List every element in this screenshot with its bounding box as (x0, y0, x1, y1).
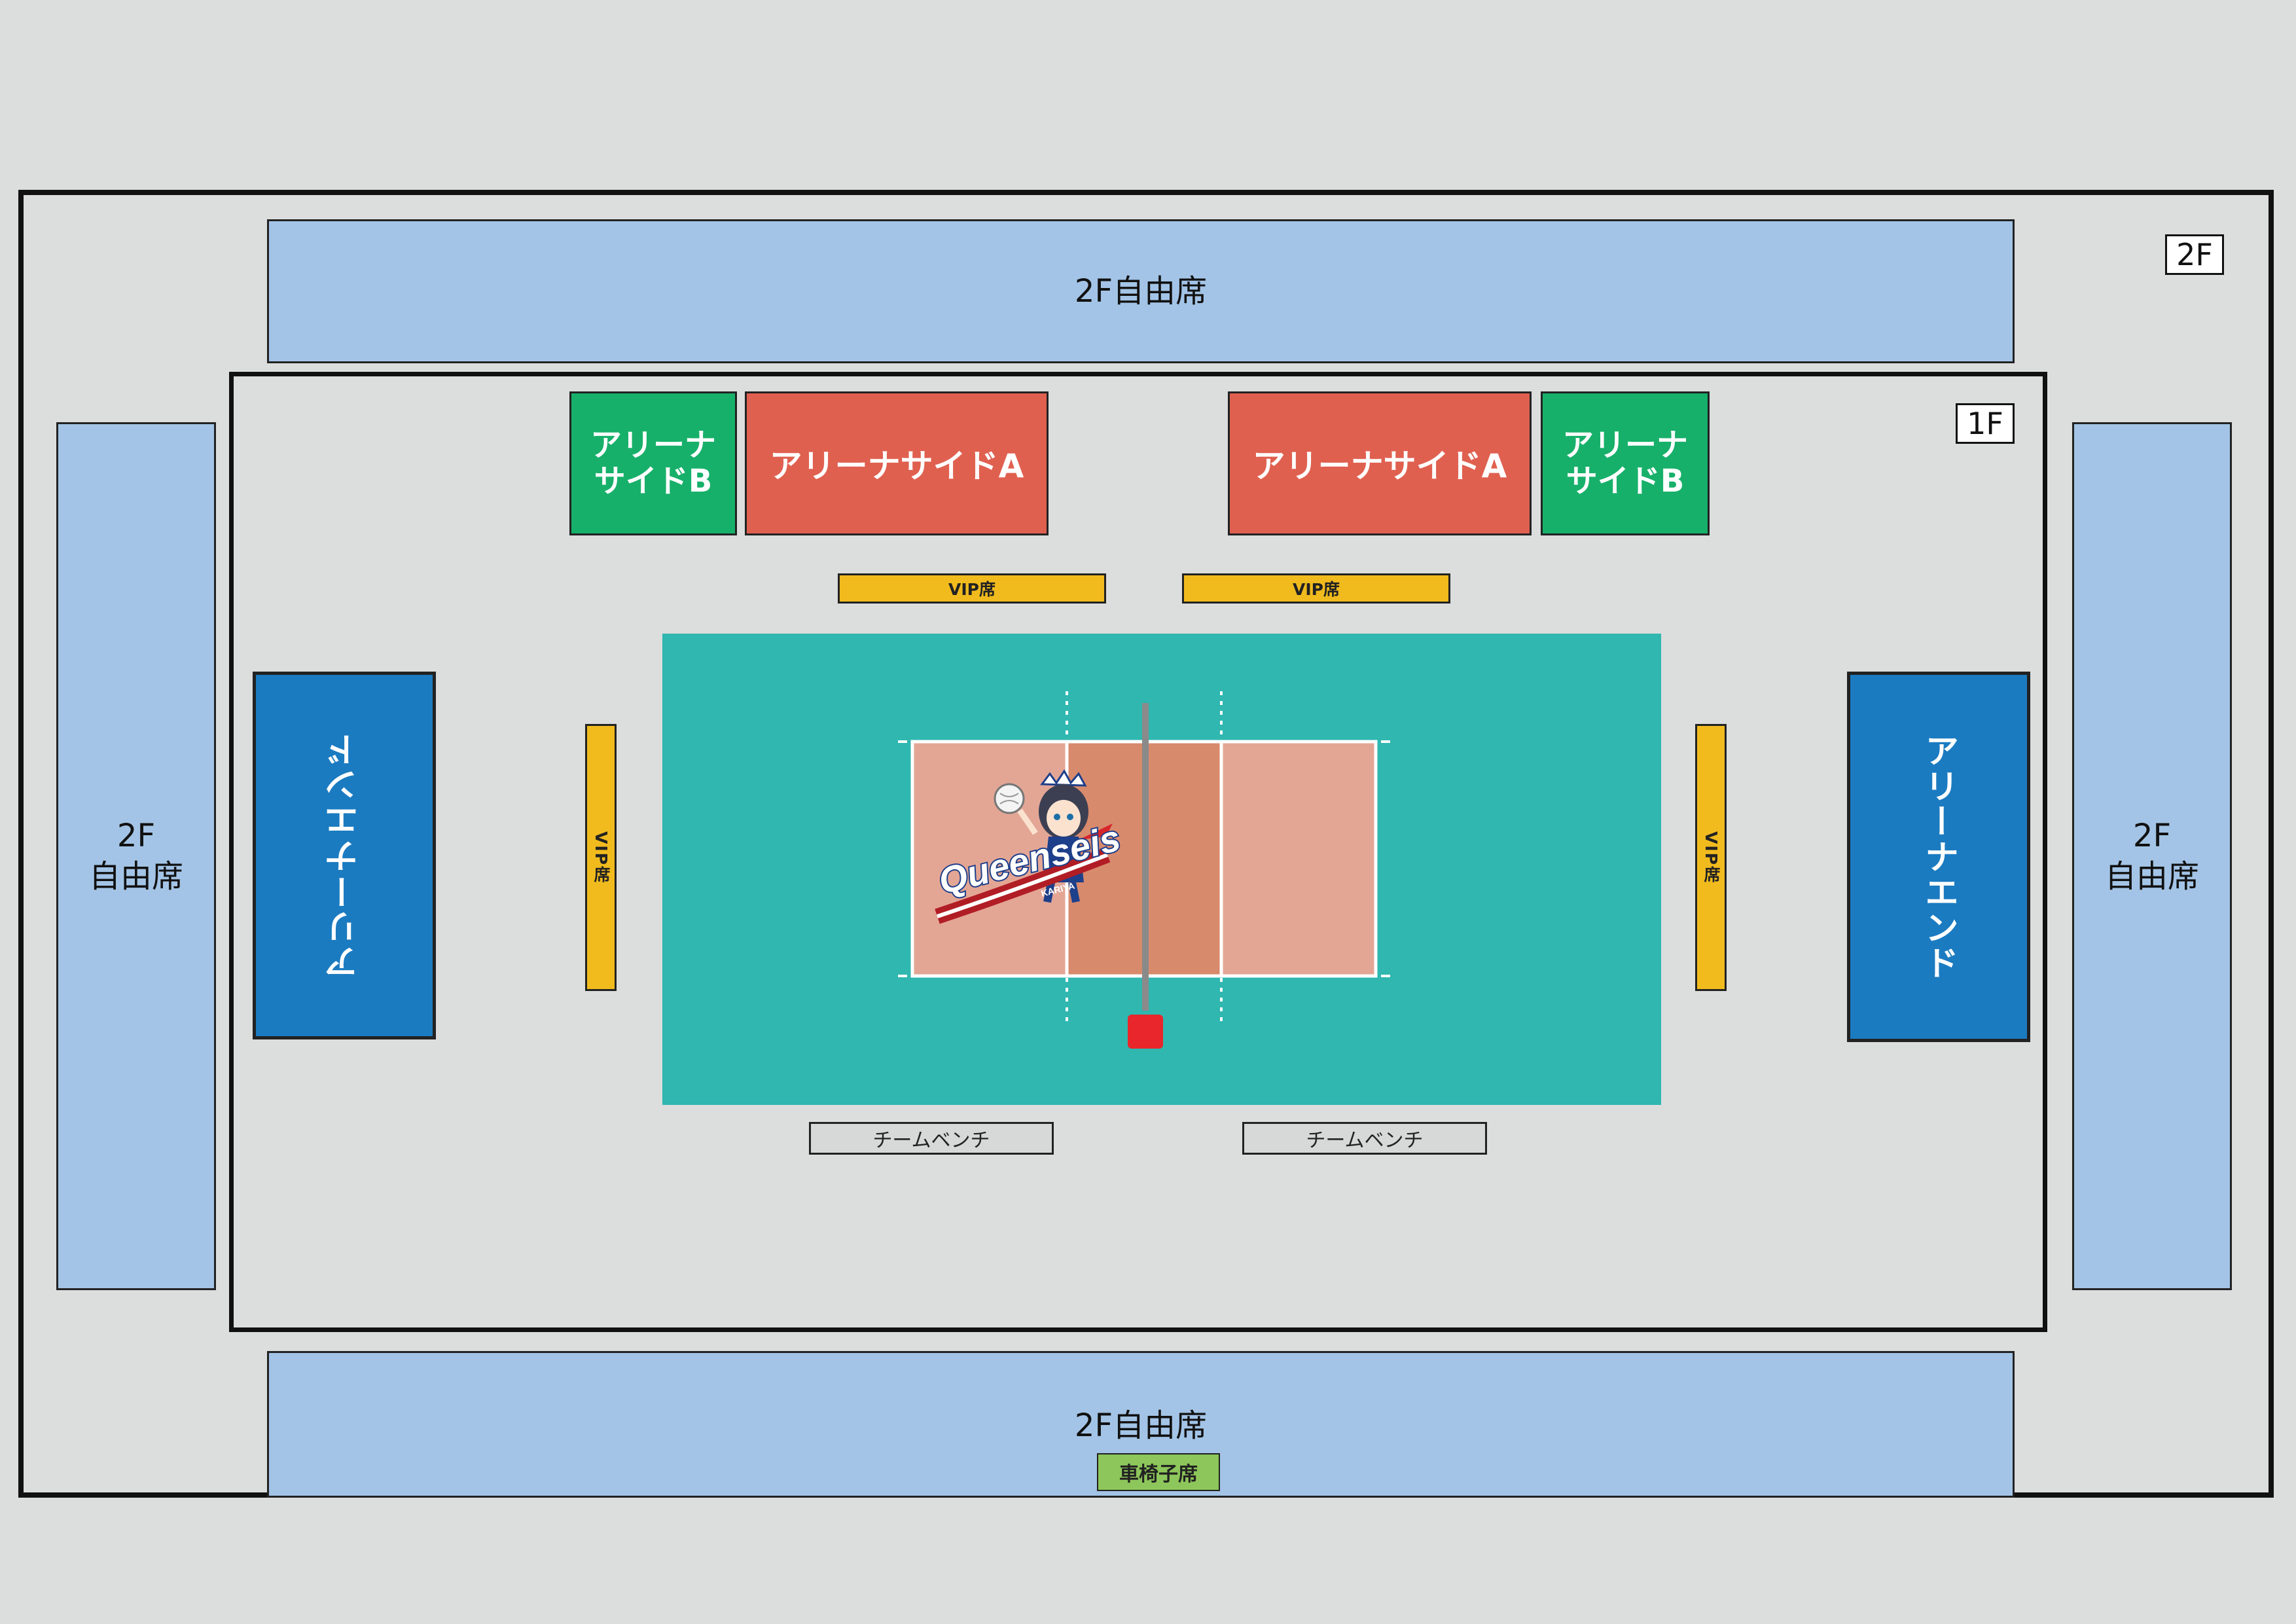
net (1142, 703, 1149, 1011)
seat-2f-free-bottom-label: 2F自由席 (1074, 1407, 1208, 1444)
court-left-half (912, 742, 1067, 976)
seat-wheelchair[interactable]: 車椅子席 (1097, 1453, 1220, 1491)
seat-vip-left[interactable]: VIP席 (585, 724, 617, 991)
seat-arena-end-right-label: アリーナエンド (1918, 733, 1958, 981)
seat-arena-side-b-right[interactable]: アリーナ サイドB (1541, 391, 1710, 535)
seat-arena-side-a-left[interactable]: アリーナサイドA (745, 391, 1049, 535)
seat-arena-side-a-right[interactable]: アリーナサイドA (1228, 391, 1532, 535)
seat-arena-end-left[interactable]: アリーナエンド (253, 672, 436, 1039)
seat-vip-top-left[interactable]: VIP席 (838, 573, 1106, 604)
court-right-half (1221, 742, 1376, 976)
floor-tag-1f: 1F (1956, 403, 2015, 444)
floor-tag-2f: 2F (2165, 234, 2224, 275)
net-post (1128, 1015, 1163, 1049)
seat-vip-left-label: VIP席 (592, 831, 611, 884)
seat-vip-right-label: VIP席 (1702, 831, 1721, 884)
seat-vip-top-right[interactable]: VIP席 (1182, 573, 1450, 604)
seat-2f-free-right[interactable]: 2F 自由席 (2072, 422, 2232, 1290)
seat-2f-free-top[interactable]: 2F自由席 (267, 219, 2015, 363)
team-bench-right[interactable]: チームベンチ (1242, 1122, 1487, 1155)
seat-arena-side-b-left[interactable]: アリーナ サイドB (569, 391, 737, 535)
seat-arena-end-left-label: アリーナエンド (325, 732, 365, 979)
team-bench-left[interactable]: チームベンチ (809, 1122, 1054, 1155)
volleyball-court: Queenseis KARIYA (662, 634, 1661, 1105)
seat-arena-end-right[interactable]: アリーナエンド (1847, 672, 2030, 1042)
seat-2f-free-left[interactable]: 2F 自由席 (56, 422, 216, 1290)
arena-1f-frame (229, 372, 2047, 1332)
seat-vip-right[interactable]: VIP席 (1695, 724, 1727, 991)
